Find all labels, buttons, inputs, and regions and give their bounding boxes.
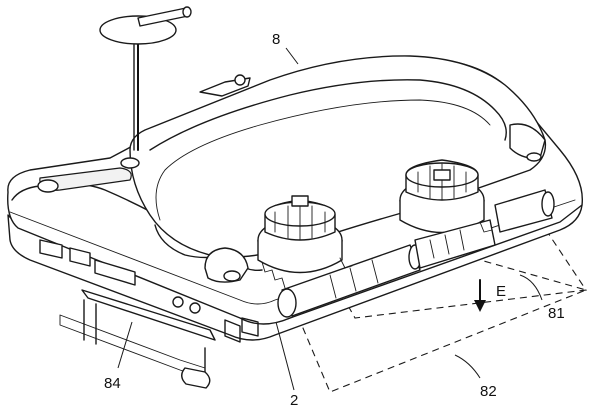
label-2: 2 <box>290 392 298 409</box>
label-8: 8 <box>272 31 280 48</box>
drive-tube <box>277 189 555 318</box>
label-E: E <box>496 283 506 300</box>
propeller-pod-right <box>399 159 485 234</box>
leader-84 <box>117 321 133 369</box>
cover-ridge <box>149 79 507 151</box>
dashed-area-82 <box>269 249 588 393</box>
top-cover <box>129 55 547 258</box>
leader-2 <box>275 321 295 391</box>
label-81: 81 <box>548 305 565 322</box>
sensor-bar <box>81 289 216 341</box>
leader-82 <box>454 354 481 379</box>
arrow-head <box>474 300 486 312</box>
leader-81 <box>519 274 543 301</box>
label-84: 84 <box>104 375 121 392</box>
leader-8 <box>285 47 299 65</box>
gear-band <box>261 221 493 289</box>
label-82: 82 <box>480 383 497 400</box>
propeller-pod-left <box>257 195 343 274</box>
